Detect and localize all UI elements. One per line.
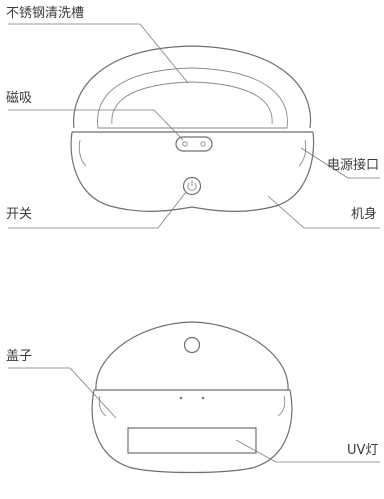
device-rim (73, 45, 312, 129)
label-uv-lamp: UV灯 (347, 443, 379, 458)
label-lid: 盖子 (6, 349, 33, 364)
open-device (70, 45, 315, 212)
lid-knob (183, 336, 201, 354)
magnet-plate (175, 136, 213, 152)
tank-inner-floor (111, 81, 273, 125)
label-power-port: 电源接口 (327, 158, 380, 173)
label-power-switch: 开关 (6, 207, 33, 222)
leader-switch (8, 191, 187, 229)
label-stainless-tank: 不锈钢清洗槽 (6, 6, 85, 21)
magnet-dot-left (182, 141, 188, 147)
lid-left-recess (98, 395, 107, 417)
stainless-tank (97, 67, 288, 129)
lid-dot-right (201, 396, 205, 400)
leader-uv (235, 439, 380, 463)
leader-lines (8, 23, 380, 463)
leader-magnet (8, 109, 184, 141)
lid-device (91, 321, 293, 474)
lid-dome (95, 321, 289, 391)
label-body: 机身 (351, 207, 378, 222)
uv-lamp-window (127, 427, 257, 454)
left-port-recess (78, 139, 87, 167)
magnet-dot-right (200, 141, 206, 147)
power-icon (182, 176, 202, 196)
device-body (70, 131, 315, 212)
lid-dot-left (179, 396, 183, 400)
leader-lid (8, 367, 117, 419)
lid-body (91, 389, 293, 474)
label-magnetic: 磁吸 (6, 91, 33, 106)
leader-body (267, 195, 380, 229)
leader-port (300, 147, 380, 179)
right-port-recess (298, 139, 307, 167)
leader-tank (8, 23, 189, 84)
lid-right-recess (277, 395, 286, 417)
